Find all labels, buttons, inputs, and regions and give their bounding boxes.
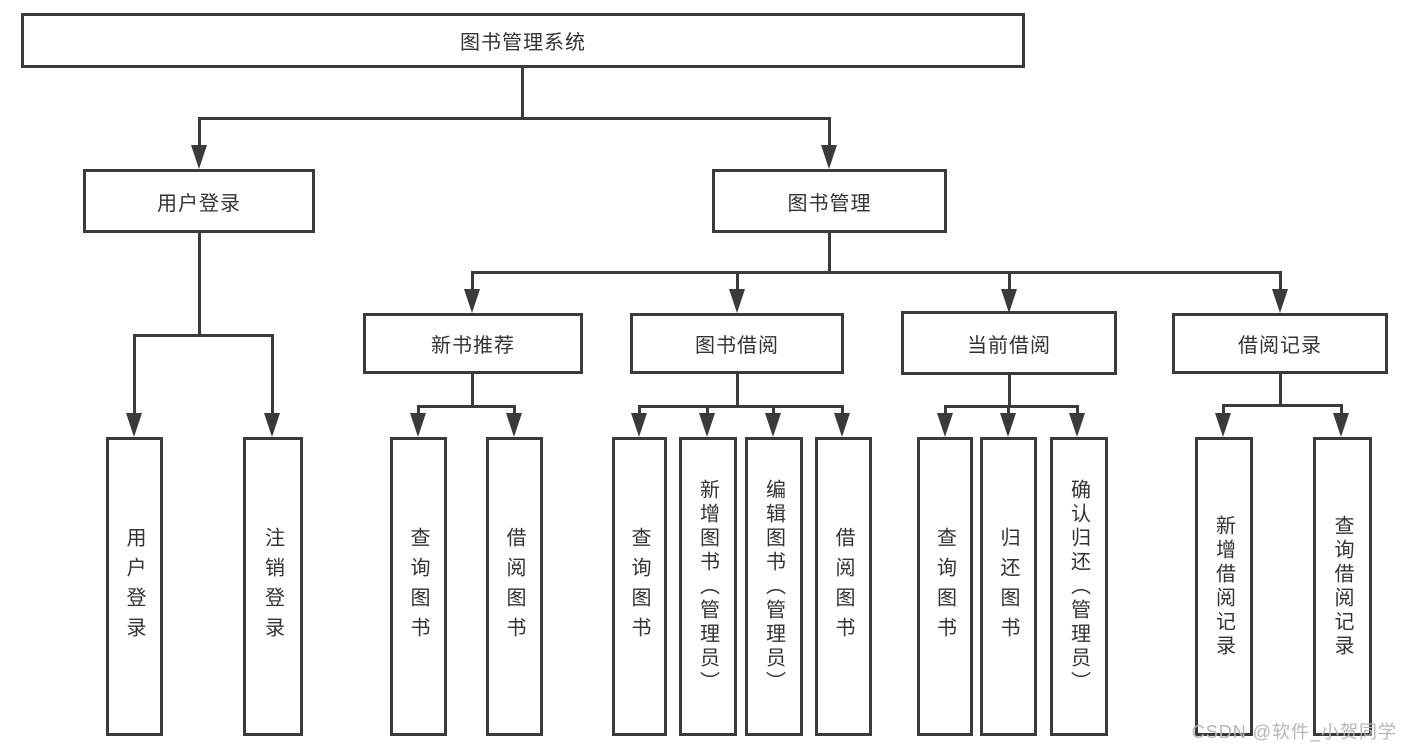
arrowhead-icon: [729, 289, 745, 313]
leaf-confirm-return-admin: 确认归还（管理员）: [1050, 437, 1108, 736]
node-book-borrow: 图书借阅: [630, 313, 844, 374]
connector-line: [1008, 271, 1011, 291]
leaf-add-borrow-record: 新增借阅记录: [1195, 437, 1253, 736]
leaf-query-book-current: 查询图书: [917, 437, 973, 736]
connector-line: [417, 405, 420, 415]
connector-line: [828, 233, 831, 273]
connector-line: [1279, 374, 1282, 407]
connector-line: [198, 117, 201, 149]
connector-line: [736, 271, 739, 291]
arrowhead-icon: [264, 413, 280, 437]
connector-line: [198, 117, 831, 120]
leaf-user-login: 用户登录: [106, 437, 163, 736]
arrowhead-icon: [1272, 289, 1288, 313]
node-book-management: 图书管理: [712, 169, 947, 233]
connector-line: [471, 271, 474, 291]
node-current-borrow: 当前借阅: [901, 311, 1117, 375]
connector-line: [471, 374, 474, 408]
connector-line: [828, 117, 831, 149]
connector-line: [944, 405, 947, 415]
connector-line: [706, 405, 709, 415]
node-user-login: 用户登录: [83, 169, 315, 233]
connector-line: [772, 405, 775, 415]
leaf-query-book-borrow: 查询图书: [612, 437, 667, 736]
leaf-query-book-recommend: 查询图书: [390, 437, 447, 736]
arrowhead-icon: [1000, 413, 1016, 437]
connector-line: [471, 271, 1281, 274]
connector-line: [841, 405, 844, 415]
leaf-add-book-admin: 新增图书（管理员）: [679, 437, 737, 736]
connector-line: [513, 405, 516, 415]
arrowhead-icon: [821, 145, 837, 169]
leaf-query-borrow-record: 查询借阅记录: [1313, 437, 1372, 736]
arrowhead-icon: [834, 413, 850, 437]
node-library-system: 图书管理系统: [21, 13, 1025, 68]
connector-line: [198, 233, 201, 336]
leaf-return-book: 归还图书: [980, 437, 1037, 736]
arrowhead-icon: [937, 413, 953, 437]
connector-line: [1222, 404, 1343, 407]
connector-line: [417, 405, 516, 408]
leaf-borrow-book-recommend: 借阅图书: [486, 437, 543, 736]
connector-line: [133, 334, 274, 337]
arrowhead-icon: [126, 413, 142, 437]
connector-line: [1008, 375, 1011, 408]
connector-line: [1007, 405, 1010, 415]
arrowhead-icon: [765, 413, 781, 437]
connector-line: [1222, 404, 1225, 415]
arrowhead-icon: [410, 413, 426, 437]
connector-line: [736, 374, 739, 408]
arrowhead-icon: [1333, 413, 1349, 437]
connector-line: [1279, 271, 1282, 291]
leaf-logout: 注销登录: [243, 437, 303, 736]
leaf-edit-book-admin: 编辑图书（管理员）: [745, 437, 803, 736]
arrowhead-icon: [1001, 289, 1017, 313]
connector-line: [638, 405, 843, 408]
connector-line: [133, 334, 136, 415]
connector-line: [1076, 405, 1079, 415]
connector-line: [271, 334, 274, 415]
node-new-book-recommend: 新书推荐: [363, 313, 583, 374]
connector-line: [638, 405, 641, 415]
connector-line: [944, 405, 1079, 408]
csdn-watermark: CSDN @软件_小贺同学: [1191, 722, 1397, 742]
connector-line: [1340, 404, 1343, 415]
node-borrow-records: 借阅记录: [1172, 313, 1388, 374]
connector-line: [521, 68, 524, 120]
arrowhead-icon: [464, 289, 480, 313]
arrowhead-icon: [699, 413, 715, 437]
leaf-borrow-book: 借阅图书: [815, 437, 872, 736]
arrowhead-icon: [191, 145, 207, 169]
arrowhead-icon: [631, 413, 647, 437]
arrowhead-icon: [506, 413, 522, 437]
arrowhead-icon: [1215, 413, 1231, 437]
arrowhead-icon: [1069, 413, 1085, 437]
